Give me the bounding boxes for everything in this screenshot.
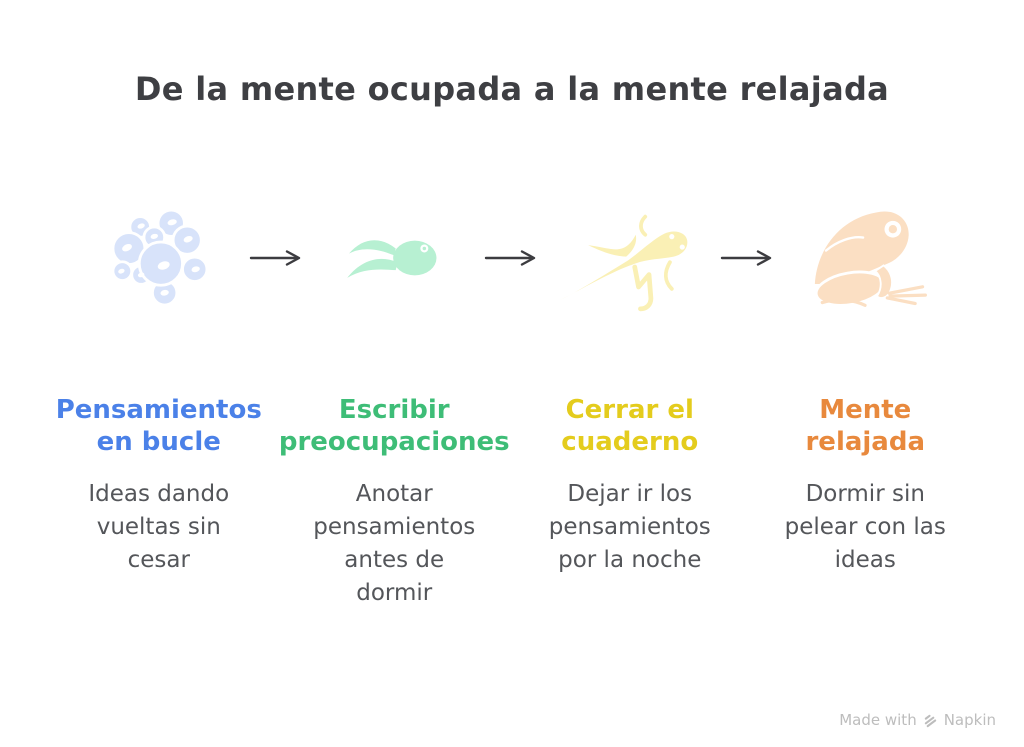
napkin-logo-icon (923, 713, 938, 728)
diagram-title: De la mente ocupada a la mente relajada (134, 70, 890, 108)
stage-mente-relajada: Mente relajada Dormir sin pelear con las… (777, 192, 955, 577)
stage-heading-line: Pensamientos (55, 395, 262, 425)
arrow-right-icon (483, 192, 541, 324)
frog-icon (799, 192, 931, 324)
stage-description-line: Dejar ir los (567, 481, 693, 507)
stage-heading-line: relajada (805, 427, 926, 457)
stage-description-line: antes de (344, 547, 445, 573)
lifecycle-flow-row: Pensamientos en bucle Ideas dando vuelta… (56, 192, 955, 610)
stage-description: Dejar ir los pensamientos por la noche (549, 478, 711, 577)
stage-heading-line: Mente (819, 395, 912, 425)
froglet-icon (554, 192, 706, 324)
stage-description-line: cesar (127, 547, 190, 573)
frog-eggs-icon (111, 192, 206, 324)
stage-heading: Mente relajada (805, 394, 925, 458)
stage-heading-line: preocupaciones (278, 427, 510, 457)
stage-heading-line: cuaderno (561, 427, 699, 457)
stage-description: Dormir sin pelear con las ideas (785, 478, 946, 577)
stage-heading-line: Escribir (338, 395, 450, 425)
made-with-napkin-link[interactable]: Made with Napkin (839, 711, 996, 729)
stage-description-line: por la noche (558, 547, 702, 573)
stage-description-line: pensamientos (313, 514, 476, 540)
stage-description-line: Anotar (355, 481, 433, 507)
stage-description-line: ideas (834, 547, 896, 573)
stage-heading: Pensamientos en bucle (56, 394, 262, 458)
stage-heading: Cerrar el cuaderno (561, 394, 698, 458)
stage-description-line: vueltas sin (96, 514, 221, 540)
tadpole-icon (342, 192, 446, 324)
stage-heading-line: en bucle (96, 427, 221, 457)
arrow-right-icon (719, 192, 777, 324)
stage-description: Anotar pensamientos antes de dormir (313, 478, 475, 610)
stage-description-line: pelear con las (784, 514, 946, 540)
stage-heading-line: Cerrar el (565, 395, 694, 425)
stage-cerrar-el-cuaderno: Cerrar el cuaderno Dejar ir los pensamie… (541, 192, 719, 577)
made-with-label: Made with (839, 711, 917, 729)
stage-pensamientos-en-bucle: Pensamientos en bucle Ideas dando vuelta… (56, 192, 262, 577)
stage-description-line: dormir (356, 580, 433, 606)
stage-description-line: Dormir sin (805, 481, 925, 507)
stage-description-line: Ideas dando (88, 481, 230, 507)
stage-description-line: pensamientos (548, 514, 711, 540)
stage-heading: Escribir preocupaciones (279, 394, 510, 458)
napkin-brand-label: Napkin (943, 711, 996, 729)
stage-escribir-preocupaciones: Escribir preocupaciones Anotar pensamien… (279, 192, 510, 610)
stage-description: Ideas dando vueltas sin cesar (88, 478, 229, 577)
arrow-right-icon (248, 192, 306, 324)
